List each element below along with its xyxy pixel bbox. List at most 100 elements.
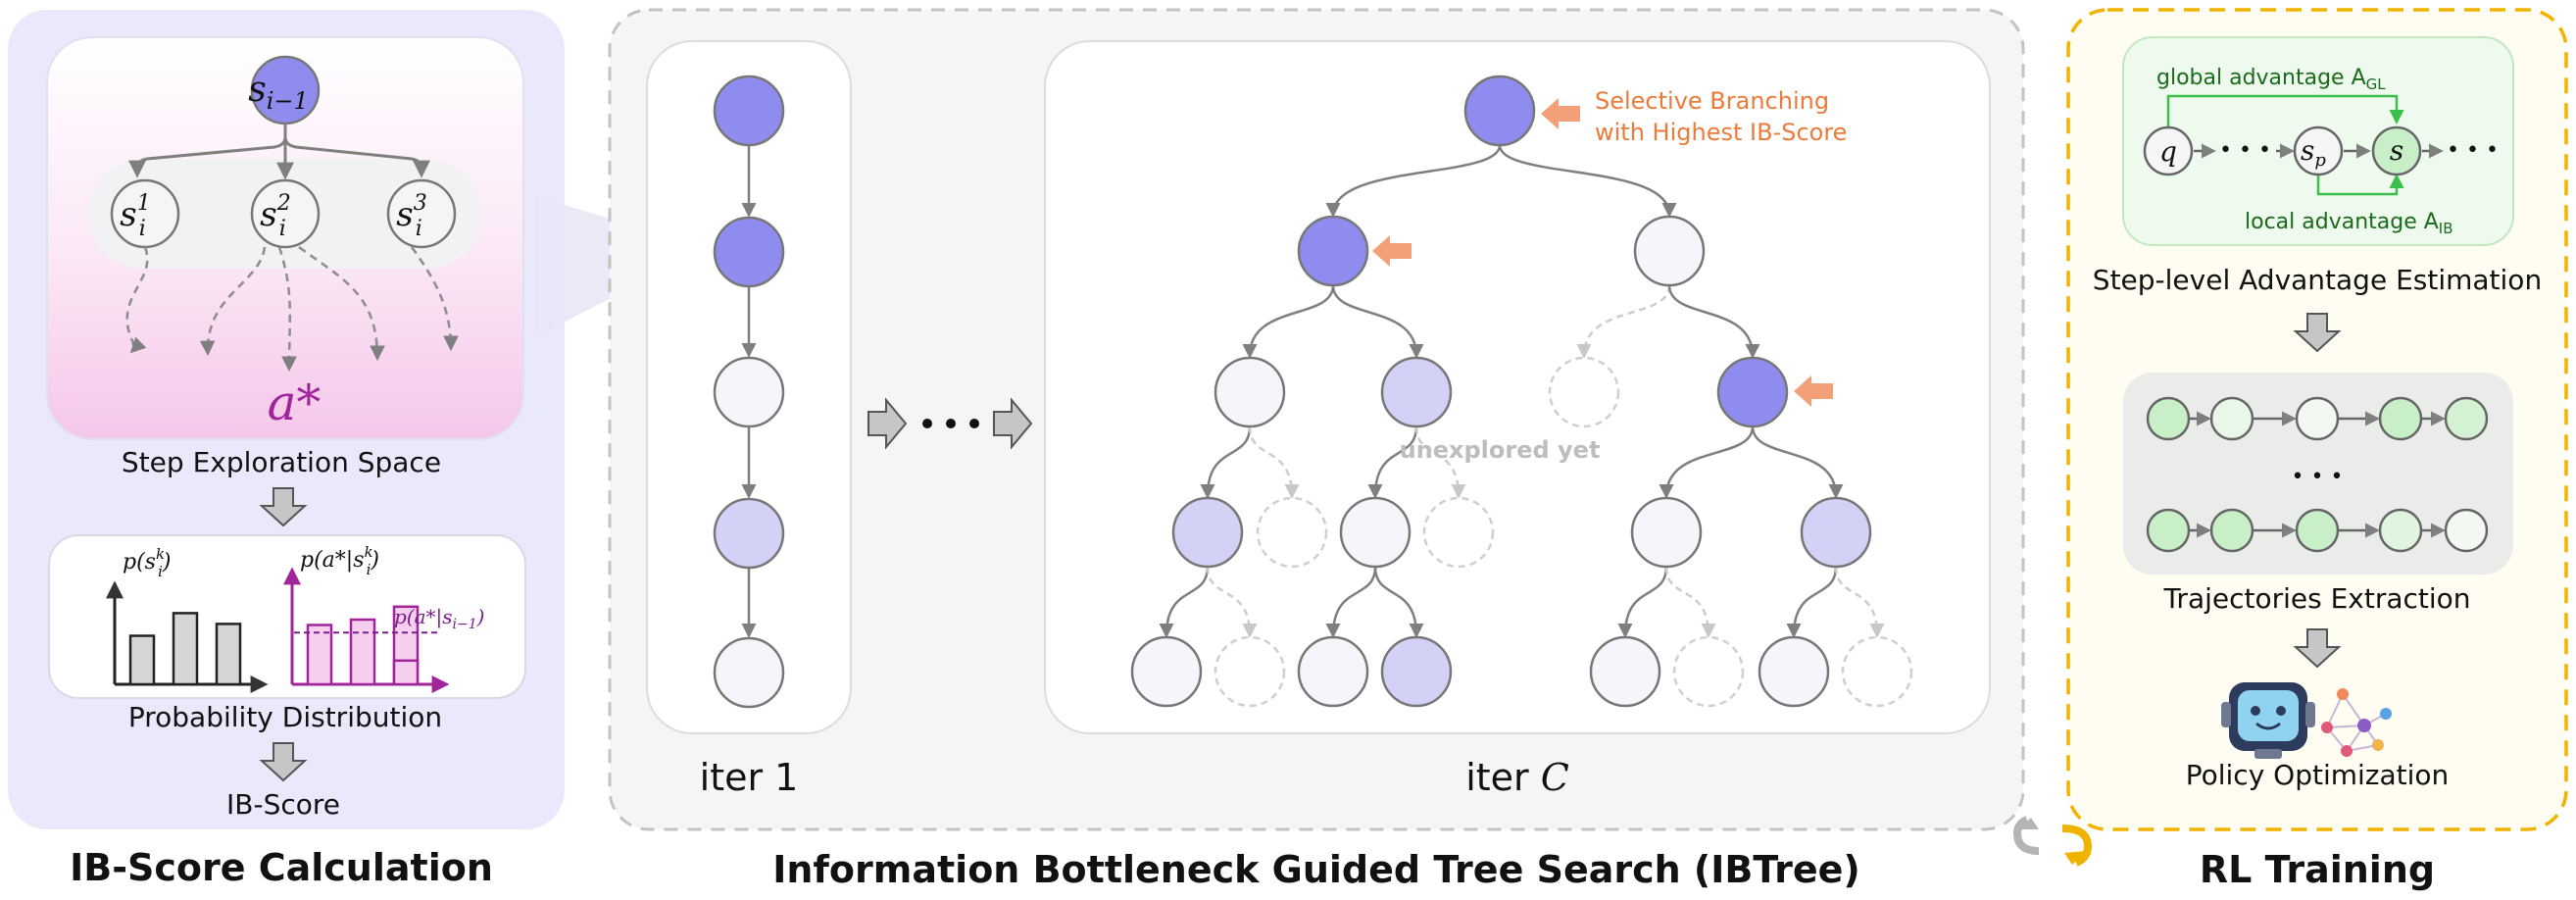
tree-node-b2	[1716, 356, 1789, 428]
traj-node-1-2	[2209, 396, 2254, 441]
iterC-edge-4	[1331, 284, 1424, 359]
right-bar-2	[349, 618, 376, 686]
tree-node-a1	[1214, 356, 1286, 428]
global-adv-arc	[2166, 94, 2404, 129]
iter1-label: iter 1	[700, 756, 799, 799]
traj-node-1-4	[2378, 396, 2423, 441]
iterC-edge-1	[1325, 144, 1502, 218]
iter1-node-1	[713, 75, 785, 147]
iterC-edge-14	[1206, 566, 1258, 638]
right-arrow-1	[867, 397, 908, 450]
robot-icon	[2221, 682, 2315, 759]
traj-node-2-4	[2378, 508, 2423, 553]
down-arrow-4	[2293, 628, 2342, 669]
iterC-edge-20	[1834, 566, 1885, 638]
down-arrow-2	[259, 742, 308, 782]
traj-node-2-3	[2295, 508, 2340, 553]
tree-node-b21	[1630, 496, 1703, 569]
svg-text:si−1: si−1	[248, 70, 309, 115]
right-bar-4	[392, 659, 420, 686]
network-icon	[2321, 688, 2392, 757]
iterC-edge-6	[1667, 284, 1760, 359]
policy-caption: Policy Optimization	[2186, 759, 2450, 791]
tree-node-l7	[1758, 635, 1830, 708]
iterC-edge-3	[1242, 284, 1335, 359]
iter1-node-5	[713, 636, 785, 709]
iterC-edge-7	[1200, 425, 1252, 499]
iterC-tree	[1130, 75, 1913, 708]
answer-label: a*	[268, 375, 322, 431]
cycle-icon	[2012, 816, 2093, 867]
unexplored-node-a12	[1256, 496, 1328, 569]
selection-arrow-level2	[1794, 375, 1833, 407]
tree-node-a21	[1339, 496, 1412, 569]
tree-node-a2	[1380, 356, 1453, 428]
advantage-caption: Step-level Advantage Estimation	[2093, 264, 2542, 296]
root-node-sub: i−1	[267, 87, 309, 115]
iterC-edge-16	[1373, 566, 1424, 638]
dots-1: • • •	[2219, 138, 2271, 163]
baseline-label: p(a*|si−1)	[394, 605, 484, 632]
unexplored-label: unexplored yet	[1400, 436, 1601, 464]
iterC-edge-19	[1786, 566, 1838, 638]
distribution-caption: Probability Distribution	[128, 701, 442, 733]
iterC-edge-15	[1325, 566, 1377, 638]
tree-node-b22	[1800, 496, 1872, 569]
unexplored-node-l6	[1672, 635, 1745, 708]
iterC-edge-11	[1659, 425, 1755, 499]
dots-2: • • •	[2447, 138, 2499, 163]
child-node-3	[386, 178, 457, 249]
unexplored-node-b1	[1548, 356, 1620, 428]
down-arrow-3	[2293, 313, 2342, 353]
tree-node-l3	[1297, 635, 1369, 708]
right-bar-1	[306, 624, 333, 686]
ibtree-panel: iter 1 Selective Branching with Highest …	[608, 8, 2025, 891]
tree-node-b	[1633, 215, 1706, 287]
rl-training-panel: global advantage AGL local advantage AIB…	[2066, 8, 2568, 891]
node-sp	[2293, 125, 2344, 176]
iter1-node-2	[713, 216, 785, 288]
node-q	[2143, 125, 2194, 176]
selective-line2: with Highest IB-Score	[1595, 119, 1847, 146]
trajectory-rows	[2146, 396, 2489, 553]
selective-line1: Selective Branching	[1595, 87, 1829, 115]
rl-title: RL Training	[2200, 848, 2435, 891]
node-q-label: q	[2159, 135, 2177, 168]
iterC-edge-18	[1664, 566, 1716, 638]
iter1-node-3	[713, 356, 785, 428]
trajectories-caption: Trajectories Extraction	[2162, 582, 2470, 615]
tree-node-l1	[1130, 635, 1203, 708]
selection-arrows	[1372, 98, 1833, 407]
iterC-box	[1044, 40, 1991, 734]
down-arrow-1	[259, 487, 308, 527]
ib-score-title: IB-Score Calculation	[70, 846, 493, 889]
trajectory-ellipsis: • • •	[2292, 465, 2344, 489]
local-adv-arc	[2316, 173, 2404, 196]
exploration-caption: Step Exploration Space	[122, 446, 441, 478]
left-bars	[128, 612, 242, 686]
iterC-edge-2	[1498, 144, 1677, 218]
selection-arrow-level1	[1372, 235, 1412, 267]
traj-node-2-2	[2209, 508, 2254, 553]
iter1-chain	[713, 75, 785, 709]
tree-node-r	[1463, 75, 1536, 147]
left-bar-2	[172, 612, 199, 686]
traj-node-2-1	[2146, 508, 2191, 553]
node-s	[2371, 125, 2422, 176]
node-s-label: s	[2390, 134, 2403, 167]
tree-node-a	[1297, 215, 1369, 287]
exploration-paths	[125, 245, 459, 373]
left-bar-1	[128, 634, 156, 686]
right-arrow-2	[993, 397, 1033, 450]
root-node-label: s	[248, 70, 266, 110]
node-sp-label: sp	[2301, 134, 2326, 171]
iterC-edge-10	[1414, 425, 1466, 499]
middle-ellipsis	[922, 419, 979, 428]
right-bars	[306, 605, 420, 686]
iterC-edge-12	[1751, 425, 1844, 499]
